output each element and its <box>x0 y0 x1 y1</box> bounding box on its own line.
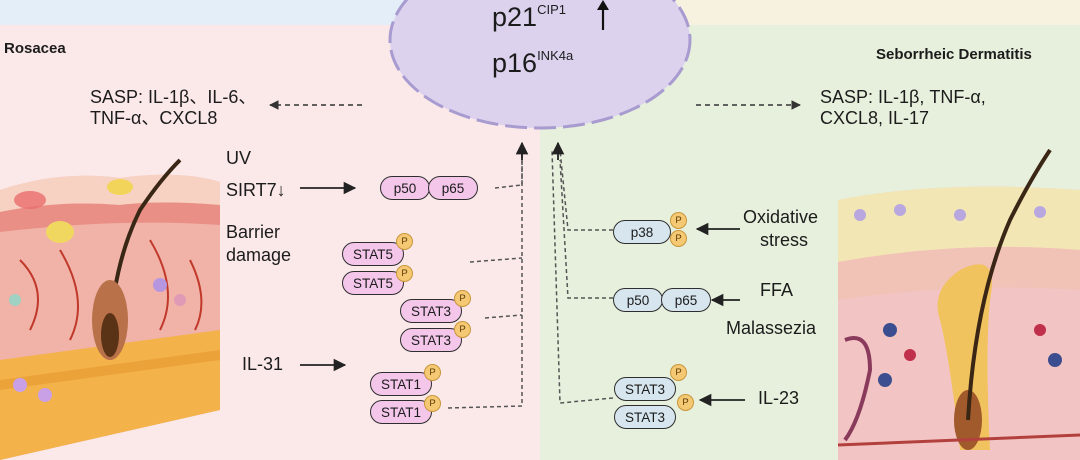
rosacea-p65: p65 <box>428 176 478 200</box>
stat5-top: STAT5 <box>342 242 404 266</box>
malassezia-label: Malassezia <box>726 318 817 338</box>
p16-label: p16INK4a <box>492 48 573 79</box>
p38-phospho-top: P <box>670 212 687 229</box>
p16-sup: INK4a <box>537 48 574 63</box>
stat1-top: STAT1 <box>370 372 432 396</box>
seb-sasp-line2: CXCL8, IL-17 <box>820 108 930 128</box>
stat5-bottom-phospho: P <box>396 265 413 282</box>
p21-label: p21CIP1 <box>492 2 566 33</box>
rosacea-title: Rosacea <box>4 40 66 57</box>
barrier-label-2: damage <box>226 245 292 265</box>
oxidative-label-2: stress <box>760 230 809 250</box>
p16-text: p16 <box>492 48 538 78</box>
stat1-top-phospho: P <box>424 364 441 381</box>
stat3-bottom-phospho: P <box>454 321 471 338</box>
skin-seborrheic-illustration <box>837 148 1080 460</box>
nucleus-icon <box>388 0 692 130</box>
rosacea-sasp-line2: TNF-α、CXCL8 <box>90 108 218 128</box>
seb-pathway-lines <box>551 149 614 404</box>
stat3-top-phospho: P <box>454 290 471 307</box>
seb-p65: p65 <box>661 288 711 312</box>
rosacea-pathway-lines <box>447 148 523 409</box>
seb-sasp-line1: SASP: IL-1β, TNF-α, <box>820 87 986 107</box>
seb-stat3-top: STAT3 <box>614 377 676 401</box>
rosacea-sasp-line1: SASP: IL-1β、IL-6、 <box>90 87 257 107</box>
p21-sup: CIP1 <box>537 2 566 17</box>
oxidative-label-1: Oxidative <box>743 207 819 227</box>
seb-title: Seborrheic Dermatitis <box>876 46 1032 63</box>
stat5-top-phospho: P <box>396 233 413 250</box>
seb-p38: p38 <box>613 220 671 244</box>
stat3-top: STAT3 <box>400 299 462 323</box>
p38-phospho-bottom: P <box>670 230 687 247</box>
seb-stat3-bottom: STAT3 <box>614 405 676 429</box>
barrier-label-1: Barrier <box>226 222 281 242</box>
il23-label: IL-23 <box>758 388 800 408</box>
ffa-label: FFA <box>760 280 794 300</box>
seb-p50: p50 <box>613 288 663 312</box>
p21-text: p21 <box>492 2 538 32</box>
seb-stat3-top-phospho: P <box>670 364 687 381</box>
seb-stat3-bottom-phospho: P <box>677 394 694 411</box>
uv-label: UV <box>226 148 252 168</box>
stat3-bottom: STAT3 <box>400 328 462 352</box>
stat5-bottom: STAT5 <box>342 271 404 295</box>
sirt7-label: SIRT7↓ <box>226 180 286 200</box>
il31-label: IL-31 <box>242 354 284 374</box>
rosacea-p50: p50 <box>380 176 430 200</box>
stat1-bottom-phospho: P <box>424 395 441 412</box>
skin-rosacea-illustration <box>0 158 220 460</box>
stat1-bottom: STAT1 <box>370 400 432 424</box>
